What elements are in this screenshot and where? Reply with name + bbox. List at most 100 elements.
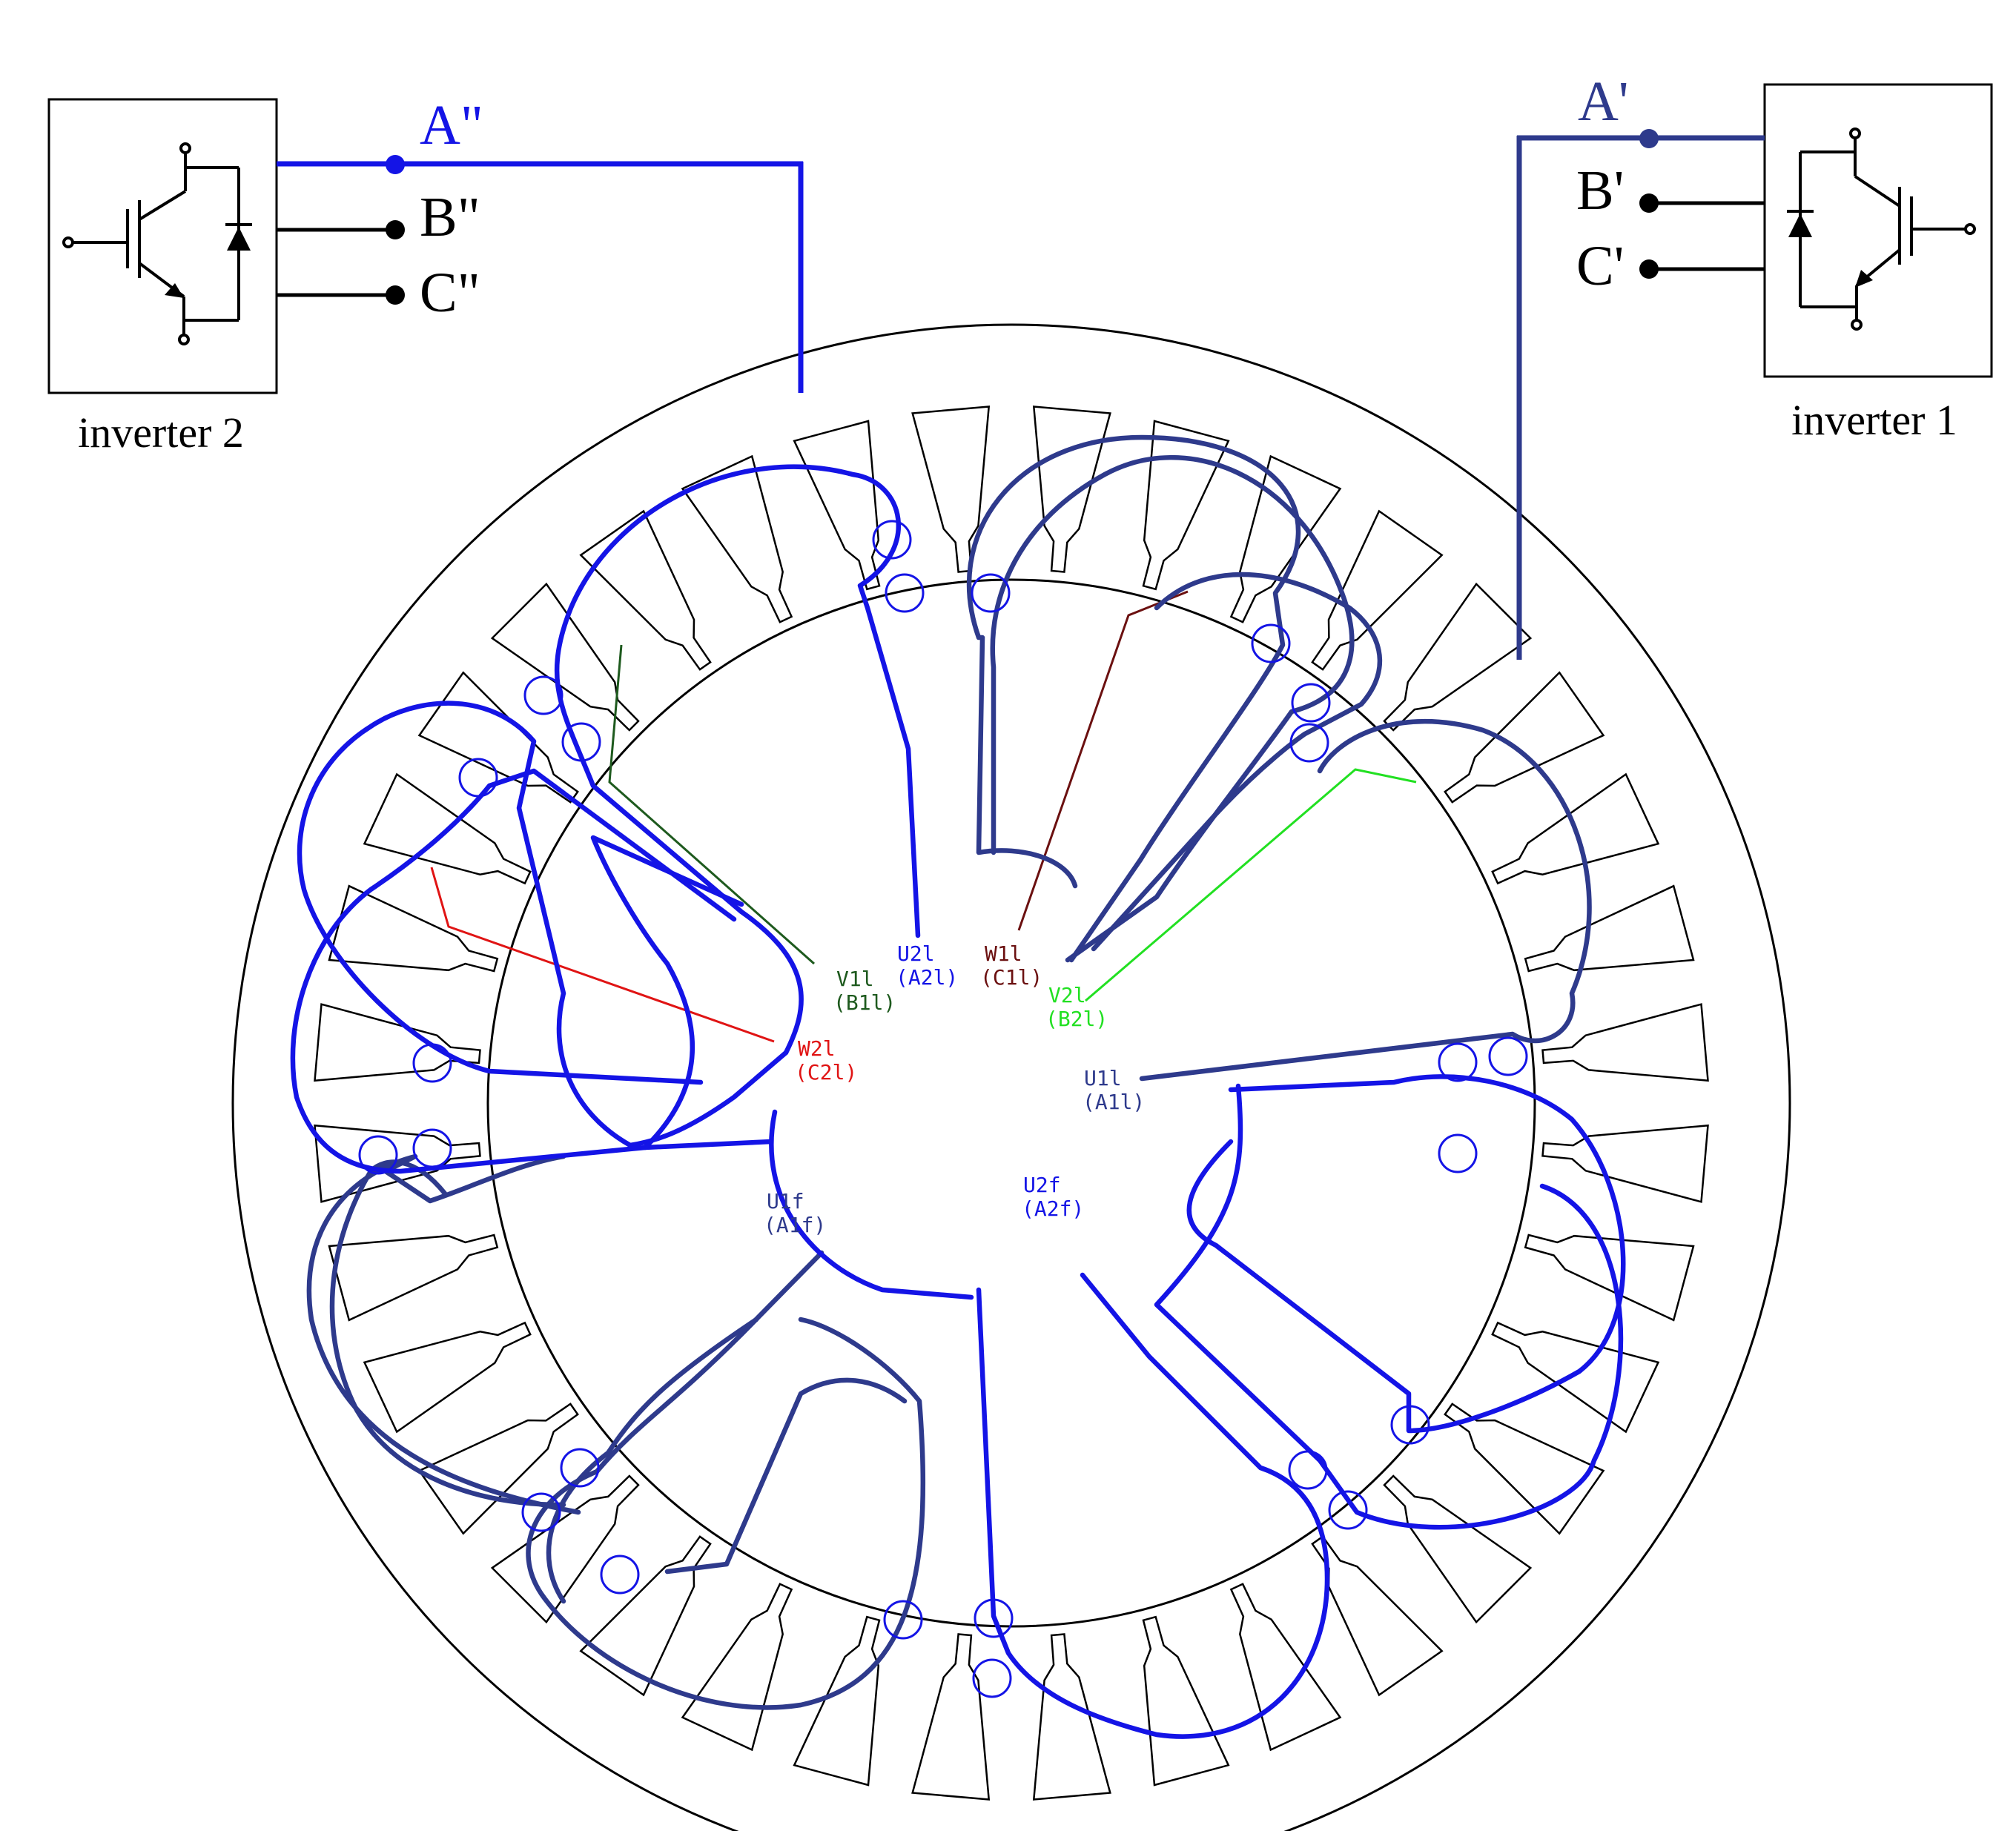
stator-slot — [579, 509, 712, 671]
label-u1l: U1l (A1l) — [1083, 1066, 1145, 1114]
coil-top-left-1 — [554, 464, 921, 1056]
inverter-1-caption: inverter 1 — [1791, 396, 1957, 444]
stator-slot — [1229, 1583, 1342, 1752]
inverter-1-terminal-c-label: C' — [1576, 235, 1624, 297]
label-w2l: W2l (C2l) — [795, 1036, 857, 1085]
stator-slot — [1444, 1403, 1605, 1535]
conductor-marker — [1288, 1450, 1328, 1490]
coil-right-1 — [1139, 718, 1592, 1082]
conductor-marker — [521, 1492, 561, 1532]
label-u1l-name: U1l — [1084, 1066, 1122, 1090]
conductor-marker — [974, 1598, 1014, 1638]
stator-slot — [1142, 1615, 1230, 1787]
stator-slot — [490, 1474, 640, 1624]
coil-right-3 — [1154, 1083, 1624, 1530]
inverter-2: inverter 2 A" B" C" — [47, 94, 804, 457]
stator-slots — [314, 405, 1709, 1801]
coil-top-1 — [966, 434, 1301, 963]
inverter-2-terminal-c-dot — [386, 285, 405, 305]
coil-bottom-1 — [976, 1272, 1330, 1739]
coil-left-2 — [329, 1159, 566, 1508]
lead-v1l — [608, 644, 815, 965]
stator-slot — [1383, 582, 1533, 732]
inverter-2-terminal-a-dot — [386, 155, 405, 174]
stator-slot — [793, 420, 881, 591]
conductor-marker — [458, 758, 498, 798]
label-w1l-name: W1l — [985, 941, 1022, 966]
label-u2l: U2l (A2l) — [896, 941, 958, 990]
conductor-marker — [872, 520, 912, 560]
coil-right-2 — [1186, 1074, 1626, 1434]
inverter-2-terminal-b-dot — [386, 220, 405, 239]
inverter-1: inverter 1 A' B' C' — [1516, 70, 1993, 660]
label-w1l-alias: (C1l) — [980, 965, 1042, 990]
conductor-marker — [972, 1658, 1012, 1698]
coil-group-inverter1 — [306, 434, 1592, 1710]
label-u1f-name: U1f — [767, 1189, 804, 1214]
stator-slot — [363, 1321, 532, 1434]
conductor-marker — [1291, 683, 1331, 723]
label-u1f-alias: (A1f) — [764, 1213, 826, 1237]
conductor-marker — [1438, 1042, 1478, 1082]
conductor-marker — [561, 722, 601, 762]
label-v1l: V1l (B1l) — [833, 967, 896, 1015]
stator-slot — [490, 582, 640, 732]
stator-slot — [1444, 671, 1605, 804]
conductor-marker — [412, 1128, 452, 1168]
label-u2f: U2f (A2f) — [1022, 1173, 1084, 1221]
label-w2l-alias: (C2l) — [795, 1060, 857, 1085]
label-u2l-alias: (A2l) — [896, 965, 958, 990]
slot-conductors — [358, 520, 1528, 1698]
conductor-marker — [358, 1135, 398, 1175]
label-v2l-alias: (B2l) — [1045, 1007, 1108, 1031]
conductor-marker — [1328, 1490, 1368, 1530]
stator-slot — [1229, 454, 1342, 623]
label-u2f-alias: (A2f) — [1022, 1196, 1084, 1221]
lead-w1l — [1017, 590, 1189, 931]
inverter-2-terminal-b-label: B" — [420, 186, 480, 248]
stator-slot — [1311, 1535, 1444, 1697]
coil-top-2 — [990, 455, 1355, 963]
stator-slot — [328, 884, 499, 973]
label-v2l: V2l (B2l) — [1045, 983, 1108, 1031]
conductor-marker — [1438, 1133, 1478, 1173]
coil-left-1 — [306, 1153, 581, 1515]
stator-slot — [314, 1003, 481, 1082]
coil-bottom-left-1 — [526, 1250, 926, 1710]
stator-slot — [1383, 1474, 1533, 1624]
stator-slot — [793, 1615, 881, 1787]
conductor-marker — [1488, 1036, 1528, 1076]
inverter-1-terminal-a-label: A' — [1578, 70, 1629, 133]
label-u1f: U1f (A1f) — [764, 1189, 826, 1237]
coil-top-3 — [1091, 572, 1383, 952]
inverter-1-terminal-b-dot — [1639, 193, 1659, 213]
label-w2l-name: W2l — [798, 1036, 836, 1061]
coil-left-3 — [290, 768, 774, 1174]
stator-outer-circle — [231, 323, 1791, 1831]
lead-v2l — [1085, 768, 1417, 1002]
stator-slot — [1541, 1003, 1709, 1082]
conductor-marker — [1390, 1405, 1430, 1445]
igbt-diode-icon — [62, 142, 252, 345]
label-v1l-name: V1l — [836, 967, 874, 991]
winding-labels: U2l (A2l) W1l (C1l) V1l (B1l) V2l (B2l) … — [764, 941, 1145, 1237]
inverter-1-terminal-c-dot — [1639, 259, 1659, 279]
coil-left-4 — [590, 835, 744, 1150]
stator-slot — [1311, 509, 1444, 671]
coil-group-inverter2 — [290, 464, 1626, 1739]
stator-slot — [579, 1535, 712, 1697]
inverter-2-terminal-c-label: C" — [420, 262, 480, 324]
stator-slot — [681, 1583, 793, 1752]
label-u2f-name: U2f — [1023, 1173, 1061, 1197]
conductor-marker — [412, 1043, 452, 1083]
stator-slot — [417, 1403, 579, 1535]
inverter-1-terminal-a-dot — [1639, 129, 1659, 148]
conductor-marker — [885, 573, 925, 613]
inverter-2-caption: inverter 2 — [78, 408, 244, 457]
label-v2l-name: V2l — [1048, 983, 1086, 1007]
conductor-marker — [1289, 723, 1329, 763]
conductor-marker — [883, 1600, 923, 1640]
coil-bottom-2 — [769, 1109, 974, 1300]
stator-slot — [911, 405, 991, 573]
